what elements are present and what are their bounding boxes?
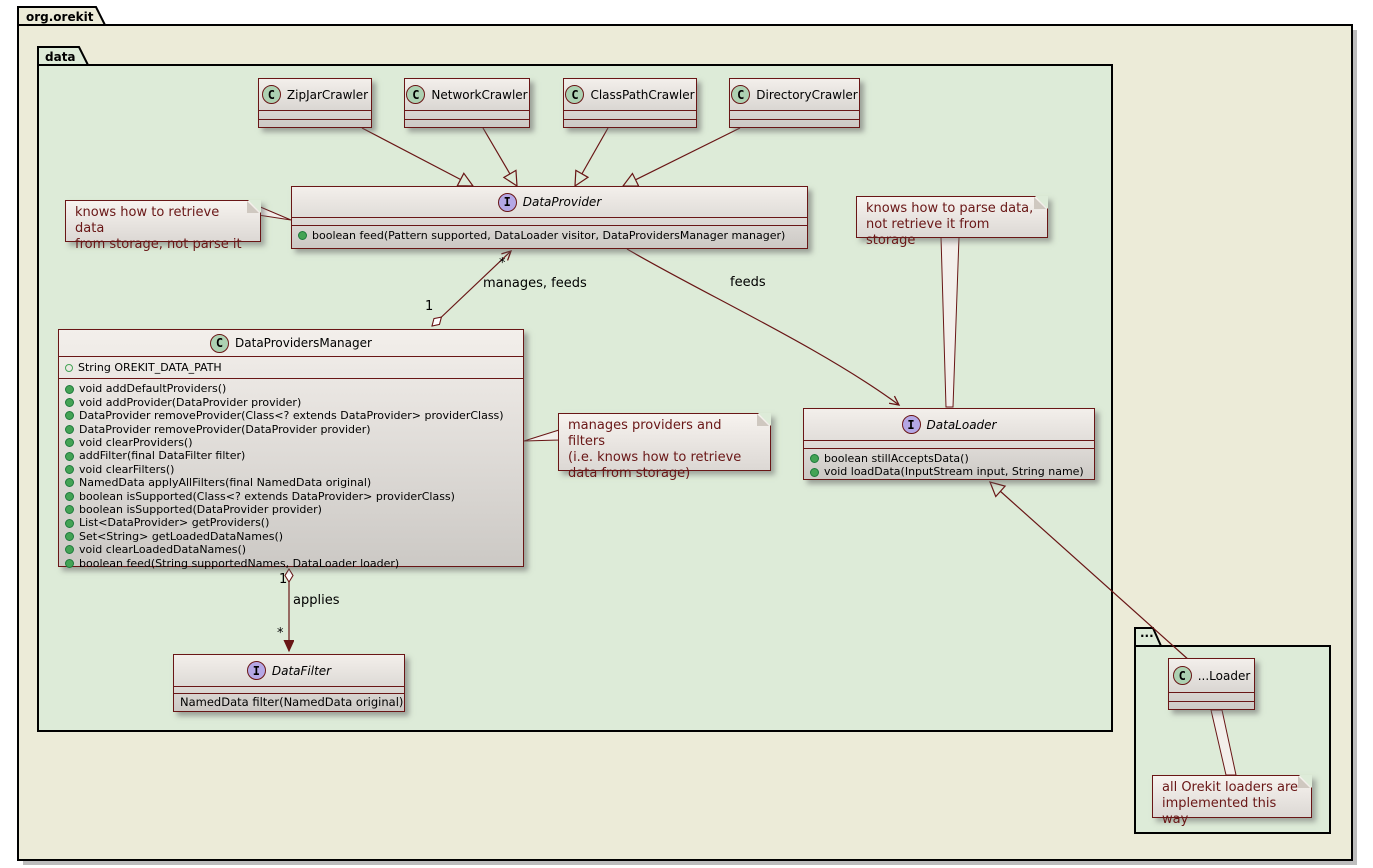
field-icon (65, 363, 73, 372)
package-label-orekit: org.orekit (26, 10, 94, 24)
public-method-icon (65, 532, 74, 542)
multiplicity-applies-source: 1 (279, 572, 288, 587)
interface-icon: I (901, 415, 921, 434)
class-icon: C (406, 85, 426, 104)
public-method-icon (65, 398, 74, 408)
method-list: NamedData filter(NamedData original) (180, 695, 404, 709)
interface-dataloader: I DataLoader boolean stillAcceptsData() … (803, 408, 1095, 480)
class-icon: C (731, 85, 751, 104)
class-name: ClassPathCrawler (590, 87, 695, 102)
method-list: boolean stillAcceptsData() void loadData… (804, 449, 1094, 482)
public-method-icon (65, 558, 74, 568)
multiplicity-manages-source: 1 (425, 299, 434, 314)
public-method-icon (810, 467, 819, 477)
class-networkcrawler: C NetworkCrawler (404, 78, 530, 128)
public-method-icon (65, 411, 74, 421)
class-otherloader: C ...Loader (1168, 658, 1255, 710)
class-icon: C (565, 85, 585, 104)
class-name: DirectoryCrawler (756, 87, 858, 102)
class-directorycrawler: C DirectoryCrawler (729, 78, 860, 128)
edge-label-manages-feeds: manages, feeds (483, 276, 587, 291)
public-method-icon (298, 231, 307, 241)
interface-datafilter: I DataFilter NamedData filter(NamedData … (173, 654, 405, 712)
public-method-icon (65, 478, 74, 488)
class-zipjarcrawler: C ZipJarCrawler (258, 78, 372, 128)
public-method-icon (810, 454, 819, 464)
public-method-icon (65, 384, 74, 394)
interface-name: DataProvider (522, 195, 602, 209)
class-name: NetworkCrawler (431, 87, 528, 102)
public-method-icon (65, 545, 74, 555)
multiplicity-manages-target: * (499, 256, 506, 271)
public-method-icon (65, 465, 74, 475)
class-name: ...Loader (1197, 668, 1251, 683)
interface-name: DataFilter (271, 663, 332, 678)
note-dataloader: knows how to parse data, not retrieve it… (856, 196, 1048, 248)
edge-label-applies: applies (293, 593, 340, 608)
class-icon: C (1172, 666, 1192, 685)
edge-label-feeds: feeds (730, 275, 766, 290)
class-classpathcrawler: C ClassPathCrawler (563, 78, 697, 128)
note-manager: manages providers and filters (i.e. know… (558, 413, 771, 481)
method-list: void addDefaultProviders() void addProvi… (59, 379, 523, 573)
association-edge-feeds (626, 248, 901, 406)
note-dataprovider: knows how to retrieve data from storage,… (65, 200, 261, 252)
public-method-icon (65, 451, 74, 461)
class-dataprovidersmanager: C DataProvidersManager String OREKIT_DAT… (58, 329, 524, 570)
method-list: boolean feed(Pattern supported, DataLoad… (292, 226, 807, 245)
class-name: DataProvidersManager (235, 336, 372, 350)
note-loaders: all Orekit loaders are implemented this … (1152, 775, 1312, 827)
multiplicity-applies-target: * (277, 626, 284, 641)
class-name: ZipJarCrawler (286, 87, 369, 102)
field-list: String OREKIT_DATA_PATH (59, 357, 523, 380)
interface-dataprovider: I DataProvider boolean feed(Pattern supp… (291, 186, 808, 249)
public-method-icon (65, 424, 74, 434)
public-method-icon (65, 518, 74, 528)
realization-edge-loader (989, 481, 1191, 662)
public-method-icon (65, 505, 74, 515)
class-icon: C (261, 85, 281, 104)
public-method-icon (65, 438, 74, 448)
package-label-other: ... (1140, 626, 1154, 640)
class-icon: C (210, 333, 230, 353)
aggregation-edge-manages (432, 251, 511, 326)
interface-icon: I (497, 192, 517, 212)
package-label-data: data (45, 50, 76, 64)
interface-icon: I (246, 661, 266, 680)
public-method-icon (65, 491, 74, 501)
interface-name: DataLoader (926, 417, 997, 432)
generalization-edges (361, 127, 741, 188)
